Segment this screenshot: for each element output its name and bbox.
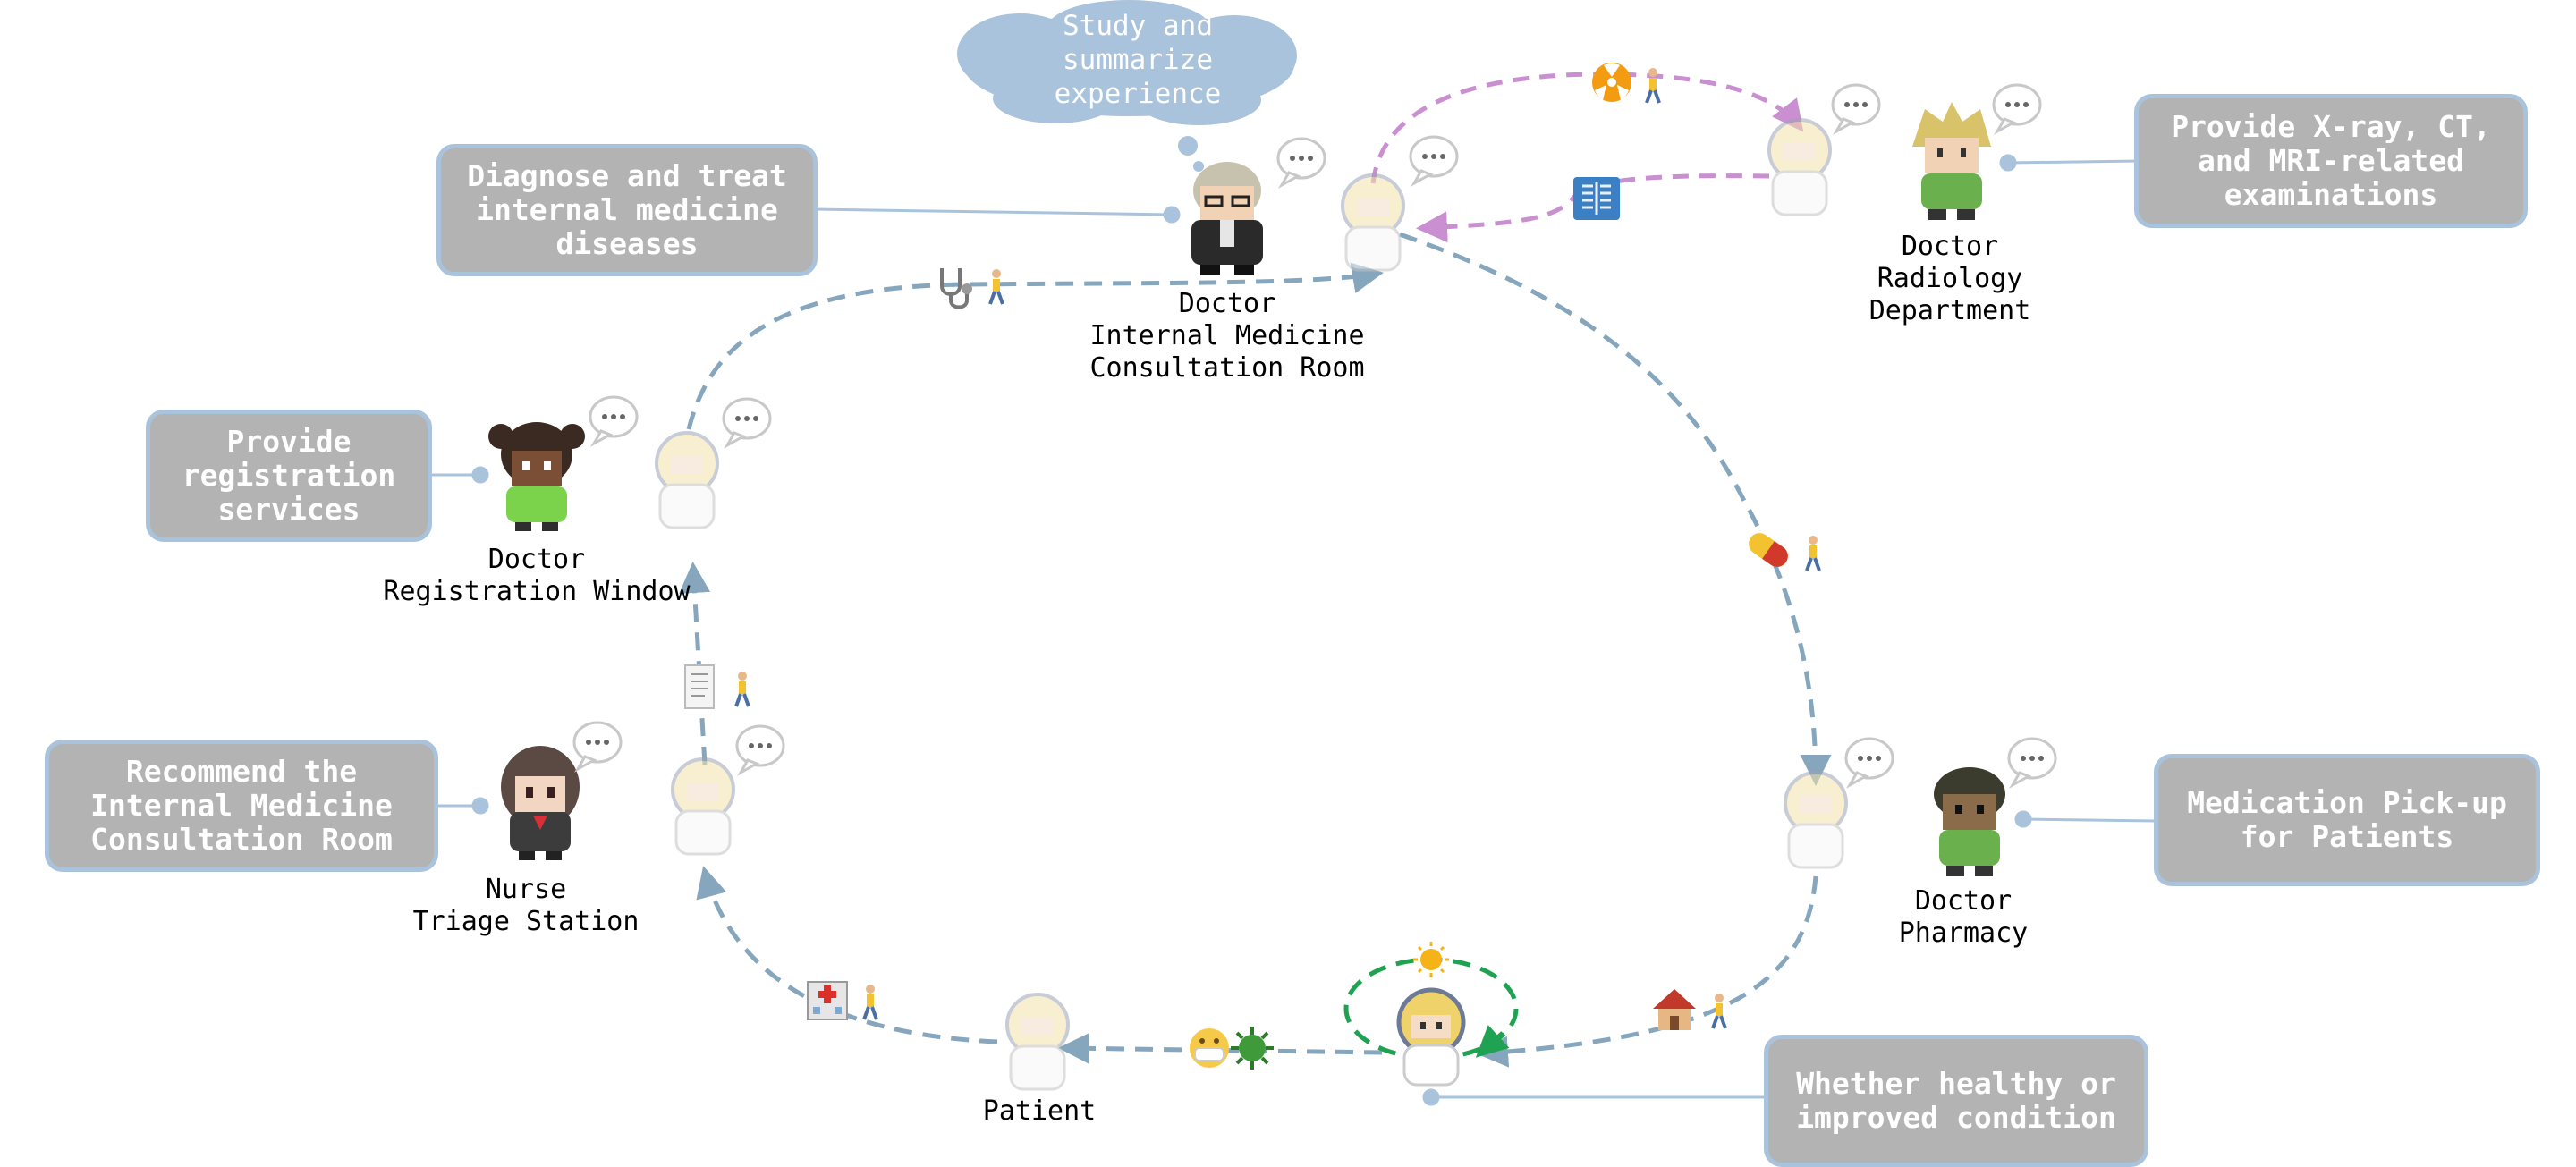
patient-at-registration bbox=[655, 431, 719, 529]
pharmacy-desc-box: Medication Pick-up for Patients bbox=[2154, 754, 2540, 886]
registration-desc-box: Provide registration services bbox=[146, 410, 432, 542]
xray-icon bbox=[1573, 177, 1620, 220]
radiology-desc: Provide X-ray, CT, and MRI-related exami… bbox=[2171, 109, 2491, 212]
thought-cloud-text: Study and summarize experience bbox=[1055, 9, 1222, 111]
stethoscope-icon bbox=[940, 268, 972, 309]
connector-lines bbox=[429, 154, 2157, 1106]
thought-cloud bbox=[957, 0, 1297, 172]
healthy-patient-avatar bbox=[1396, 987, 1466, 1087]
triage-desc: Recommend the Internal Medicine Consulta… bbox=[90, 754, 393, 857]
hospital-icon bbox=[807, 981, 848, 1020]
walking-person-icon bbox=[734, 670, 750, 708]
cloud-text: Study and summarize experience bbox=[1054, 10, 1222, 110]
patient-label: Patient bbox=[983, 1095, 1096, 1128]
internal-medicine-desc-box: Diagnose and treat internal medicine dis… bbox=[436, 144, 818, 276]
internal-medicine-place: Doctor Internal Medicine Consultation Ro… bbox=[1089, 288, 1365, 384]
pill-icon bbox=[1749, 533, 1788, 567]
pharmacy-doctor-avatar bbox=[1934, 767, 2005, 876]
radiology-desc-box: Provide X-ray, CT, and MRI-related exami… bbox=[2134, 94, 2528, 228]
radiology-place: Doctor Radiology Department bbox=[1868, 231, 2031, 326]
health-outcome-desc-box: Whether healthy or improved condition bbox=[1764, 1035, 2148, 1167]
patient-at-internal-medicine bbox=[1341, 173, 1405, 272]
virus-icon bbox=[1231, 1027, 1274, 1070]
pharmacy-place: Doctor Pharmacy bbox=[1898, 885, 2029, 949]
pharmacy-desc: Medication Pick-up for Patients bbox=[2187, 785, 2507, 854]
walking-person-icon bbox=[862, 983, 878, 1021]
patient-text: Patient bbox=[982, 1095, 1097, 1127]
radiology-doctor-avatar bbox=[1912, 102, 1991, 220]
internal-medicine-place-label: Doctor Internal Medicine Consultation Ro… bbox=[1089, 288, 1364, 385]
pharmacy-place-label: Doctor Pharmacy bbox=[1899, 885, 2029, 950]
triage-desc-box: Recommend the Internal Medicine Consulta… bbox=[45, 740, 438, 872]
triage-place-label: Nurse Triage Station bbox=[413, 874, 640, 938]
mask-face-icon bbox=[1190, 1028, 1229, 1068]
internal-medicine-desc: Diagnose and treat internal medicine dis… bbox=[467, 158, 787, 261]
triage-nurse-avatar bbox=[501, 746, 580, 860]
patient-sick bbox=[1005, 993, 1070, 1091]
health-outcome-desc: Whether healthy or improved condition bbox=[1796, 1066, 2116, 1135]
registration-desc: Provide registration services bbox=[182, 424, 396, 527]
walking-person-icon bbox=[1805, 534, 1821, 572]
house-icon bbox=[1653, 989, 1696, 1030]
receipt-icon bbox=[684, 664, 715, 709]
patient-at-triage bbox=[671, 757, 735, 856]
patient-at-radiology bbox=[1767, 118, 1832, 216]
patient-at-pharmacy bbox=[1784, 771, 1848, 869]
registration-doctor-avatar bbox=[488, 422, 585, 531]
registration-place-label: Doctor Registration Window bbox=[383, 544, 690, 608]
radiology-place-label: Doctor Radiology Department bbox=[1869, 231, 2031, 327]
walking-person-icon bbox=[1645, 66, 1661, 105]
sun-icon bbox=[1413, 942, 1449, 977]
radiation-icon bbox=[1592, 63, 1631, 102]
internal-medicine-doctor-avatar bbox=[1191, 162, 1263, 275]
registration-place: Doctor Registration Window bbox=[383, 544, 691, 607]
walking-person-icon bbox=[988, 267, 1004, 306]
triage-place: Nurse Triage Station bbox=[412, 874, 640, 937]
